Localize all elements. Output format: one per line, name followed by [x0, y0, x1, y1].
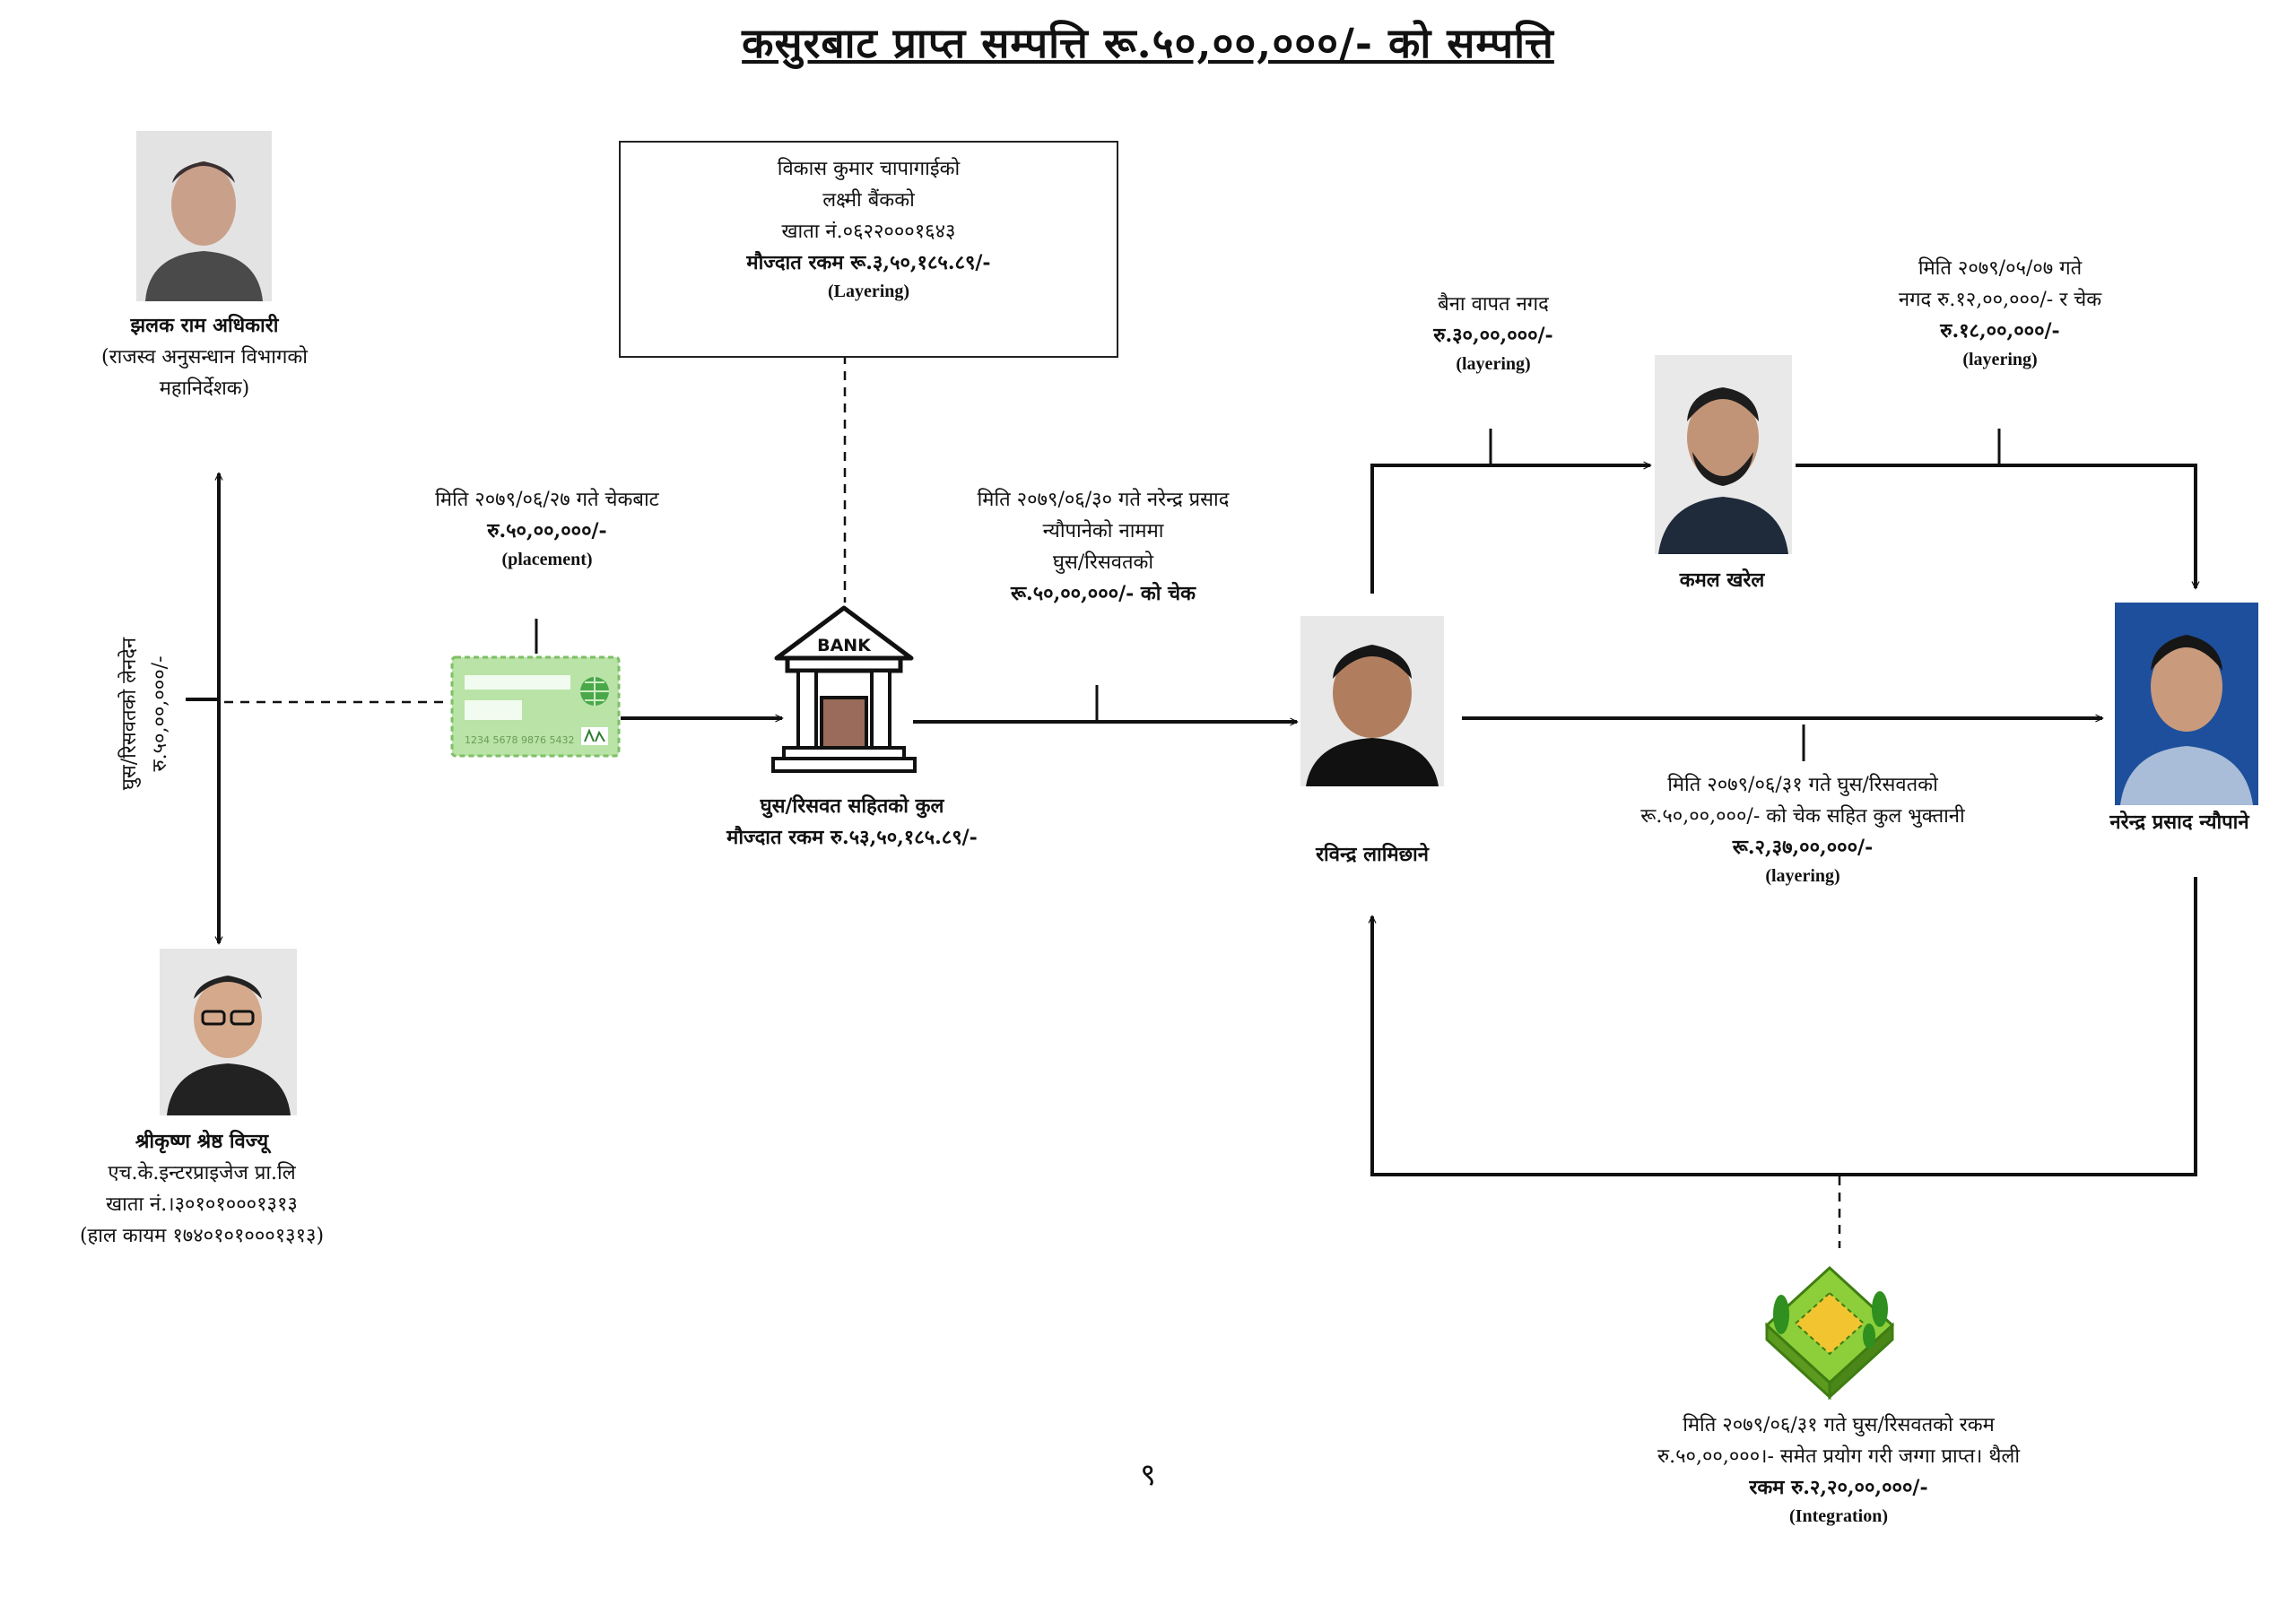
- jhalak-line2: महानिर्देशक): [159, 377, 250, 400]
- placement-label: मिति २०७९/०६/२७ गते चेकबाट रु.५०,००,०००/…: [395, 484, 700, 572]
- bank-box-line4: मौज्दात रकम रू.३,५०,१८५.८९/-: [746, 251, 991, 274]
- cheque-card-icon: 1234 5678 9876 5432: [450, 655, 621, 758]
- total-payment-line3: रू.२,३७,००,०००/-: [1732, 836, 1874, 859]
- shreekrishna-name: श्रीकृष्ण श्रेष्ठ विज्यू: [135, 1130, 269, 1153]
- integration-label: मिति २०७९/०६/३१ गते घुस/रिसवतको रकम रु.५…: [1605, 1410, 2072, 1529]
- page-number: ९: [1140, 1457, 1156, 1493]
- total-payment-tag: (layering): [1765, 866, 1840, 886]
- check-transfer-line1: मिति २०७९/०६/३० गते नरेन्द्र प्रसाद: [977, 489, 1230, 511]
- bank-box-line2: लक्ष्मी बैंकको: [822, 189, 915, 212]
- check-transfer-line3: घुस/रिसवतको: [1052, 551, 1154, 574]
- kamal-photo: [1655, 355, 1792, 554]
- rabindra-name: रविन्द्र लामिछाने: [1316, 843, 1429, 866]
- shreekrishna-line1: एच.के.इन्टरप्राइजेज प्रा.लि: [108, 1162, 296, 1184]
- kamal-narendra-tag: (layering): [1962, 350, 2038, 369]
- portrait-placeholder-icon: [1300, 616, 1444, 786]
- narendra-photo: [2115, 603, 2258, 805]
- jhalak-line1: (राजस्व अनुसन्धान विभागको: [101, 346, 308, 369]
- rabindra-to-kamal-arrow: [1370, 465, 1650, 594]
- integration-line3: रकम रु.२,२०,००,०००/-: [1749, 1476, 1928, 1499]
- left-transaction-line1: घुस/रिसवतको लेनदेन: [118, 637, 141, 791]
- portrait-placeholder-icon: [160, 949, 297, 1115]
- check-transfer-line4: रू.५०,००,०००/- को चेक: [1010, 582, 1196, 605]
- advance-cash-tag: (layering): [1456, 354, 1531, 374]
- kamal-narendra-line3: रु.१८,००,०००/-: [1940, 319, 2060, 343]
- jhalak-info: झलक राम अधिकारी (राजस्व अनुसन्धान विभागक…: [79, 310, 330, 404]
- jhalak-name: झलक राम अधिकारी: [130, 314, 279, 337]
- bank-box-line3: खाता नं.०६२२०००१६४३: [781, 221, 956, 243]
- total-payment-line2: रू.५०,००,०००/- को चेक सहित कुल भुक्तानी: [1640, 805, 1965, 828]
- land-plot-icon: [1758, 1261, 1901, 1404]
- integration-tag: (Integration): [1789, 1506, 1888, 1526]
- portrait-placeholder-icon: [1655, 355, 1792, 554]
- portrait-placeholder-icon: [136, 131, 272, 301]
- kamal-narendra-label: मिति २०७९/०५/०७ गते नगद रु.१२,००,०००/- र…: [1848, 253, 2152, 372]
- bank-box-tag: (Layering): [827, 282, 910, 301]
- integration-line1: मिति २०७९/०६/३१ गते घुस/रिसवतको रकम: [1683, 1414, 1995, 1436]
- shreekrishna-photo: [160, 949, 297, 1115]
- placement-line1: मिति २०७९/०६/२७ गते चेकबाट: [435, 489, 659, 511]
- rabindra-photo: [1300, 616, 1444, 786]
- check-transfer-line2: न्यौपानेको नाममा: [1042, 520, 1164, 542]
- bank-building-icon: BANK: [768, 603, 920, 782]
- kamal-name: कमल खरेल: [1679, 568, 1765, 592]
- integration-line2: रु.५०,००,०००।- समेत प्रयोग गरी जग्गा प्र…: [1657, 1445, 2021, 1468]
- bank-icon-label: BANK: [817, 636, 872, 655]
- shreekrishna-line3: (हाल कायम १७४०१०१०००१३१३): [79, 1225, 325, 1247]
- kamal-narendra-line2: नगद रु.१२,००,०००/- र चेक: [1898, 289, 2102, 311]
- portrait-placeholder-icon: [2115, 603, 2258, 805]
- total-payment-label: मिति २०७९/०६/३१ गते घुस/रिसवतको रू.५०,००…: [1596, 769, 2009, 889]
- bank-box-line1: विकास कुमार चापागाईको: [777, 158, 961, 180]
- card-number: 1234 5678 9876 5432: [465, 734, 574, 746]
- advance-cash-label: बैना वापत नगद रु.३०,००,०००/- (layering): [1345, 289, 1641, 377]
- placement-tag: (placement): [501, 550, 593, 569]
- left-transaction-label: घुस/रिसवतको लेनदेन रु.५०,००,०००/-: [115, 638, 176, 790]
- narendra-name: नरेन्द्र प्रसाद न्यौपाने: [2109, 811, 2249, 834]
- page-title: कसुरबाट प्राप्त सम्पत्ति रू.५०,००,०००/- …: [742, 19, 1554, 67]
- left-transaction-line2: रु.५०,००,०००/-: [149, 655, 171, 772]
- shreekrishna-line2: खाता नं.।३०१०१०००१३१३: [106, 1193, 298, 1216]
- advance-cash-line1: बैना वापत नगद: [1438, 293, 1549, 316]
- bank-total-line1: घुस/रिसवत सहितको कुल: [760, 794, 944, 818]
- check-transfer-label: मिति २०७९/०६/३० गते नरेन्द्र प्रसाद न्यौ…: [924, 484, 1283, 610]
- bank-account-box: विकास कुमार चापागाईको लक्ष्मी बैंकको खात…: [619, 141, 1118, 358]
- narendra-to-rabindra-loop-arrow: [1372, 877, 2197, 1176]
- total-payment-line1: मिति २०७९/०६/३१ गते घुस/रिसवतको: [1667, 774, 1938, 796]
- advance-cash-line2: रु.३०,००,०००/-: [1433, 324, 1553, 347]
- jhalak-photo: [136, 131, 272, 301]
- kamal-to-narendra-arrow: [1796, 464, 2196, 588]
- placement-line2: रु.५०,००,०००/-: [487, 519, 607, 542]
- bank-total-label: घुस/रिसवत सहितको कुल मौज्दात रकम रु.५३,५…: [664, 791, 1040, 854]
- kamal-narendra-line1: मिति २०७९/०५/०७ गते: [1918, 257, 2083, 280]
- shreekrishna-info: श्रीकृष्ण श्रेष्ठ विज्यू एच.के.इन्टरप्रा…: [36, 1126, 368, 1252]
- bank-total-line2: मौज्दात रकम रु.५३,५०,१८५.८९/-: [726, 826, 978, 849]
